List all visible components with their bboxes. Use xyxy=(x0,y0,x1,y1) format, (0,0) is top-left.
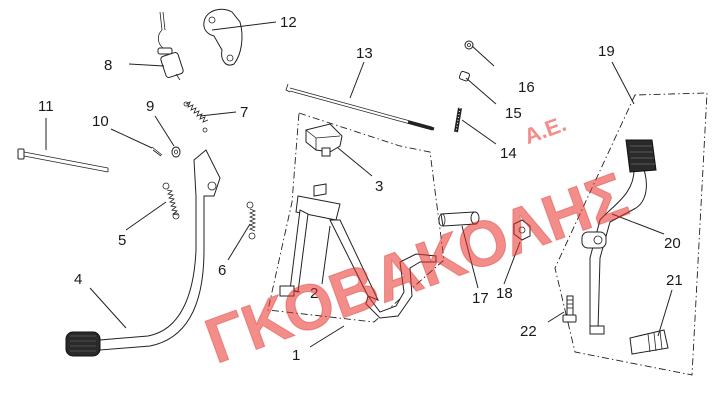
main-stand-part-2 xyxy=(279,183,437,319)
spacer-part-17 xyxy=(438,211,480,227)
brake-pedal-part-4 xyxy=(65,149,221,357)
leader-lines xyxy=(45,21,673,348)
gear-lever-part-20 xyxy=(581,139,657,335)
callout-20: 20 xyxy=(664,235,681,252)
callout-11: 11 xyxy=(38,98,54,115)
grip-part-21 xyxy=(629,329,669,355)
watermark-suffix: Α.Ε. xyxy=(521,111,570,149)
callout-14: 14 xyxy=(500,145,517,162)
callout-12: 12 xyxy=(280,14,297,31)
callout-16: 16 xyxy=(518,79,535,96)
callout-17: 17 xyxy=(472,290,489,307)
callout-6: 6 xyxy=(218,262,226,279)
spring-part-5 xyxy=(162,182,180,220)
bolt-part-22 xyxy=(562,295,577,323)
rod-part-13 xyxy=(285,83,435,131)
callout-1: 1 xyxy=(292,347,300,364)
callout-8: 8 xyxy=(104,57,112,74)
callout-18: 18 xyxy=(496,285,513,302)
callout-2: 2 xyxy=(310,285,318,302)
callout-numbers: 1 2 3 4 5 6 7 8 9 10 11 12 13 14 15 16 1… xyxy=(38,14,683,364)
pin-part-10 xyxy=(151,146,163,157)
callout-3: 3 xyxy=(375,178,383,195)
callout-5: 5 xyxy=(118,232,126,249)
watermark: ΓΚΟΒΑΚΟΛΗΣ Α.Ε. xyxy=(196,111,638,378)
callout-21: 21 xyxy=(666,272,683,289)
bolt-part-11 xyxy=(17,148,109,173)
watermark-text: ΓΚΟΒΑΚΟΛΗΣ xyxy=(196,158,637,377)
spring-part-14 xyxy=(454,107,462,133)
block-part-3 xyxy=(305,123,343,157)
callout-22: 22 xyxy=(520,323,537,340)
washer-part-9 xyxy=(171,146,181,158)
callout-4: 4 xyxy=(74,271,82,288)
nut-part-18 xyxy=(513,219,531,241)
nut-part-16 xyxy=(464,40,474,50)
callout-10: 10 xyxy=(92,113,109,130)
group-19-outline xyxy=(554,92,708,376)
callout-13: 13 xyxy=(356,45,373,62)
switch-part-8 xyxy=(157,11,184,81)
callout-9: 9 xyxy=(146,98,154,115)
bracket-part-12 xyxy=(203,8,243,66)
spring-part-7 xyxy=(183,101,209,133)
callout-15: 15 xyxy=(505,105,522,122)
callout-19: 19 xyxy=(598,43,615,60)
spring-part-6 xyxy=(246,201,257,240)
callout-7: 7 xyxy=(240,104,248,121)
